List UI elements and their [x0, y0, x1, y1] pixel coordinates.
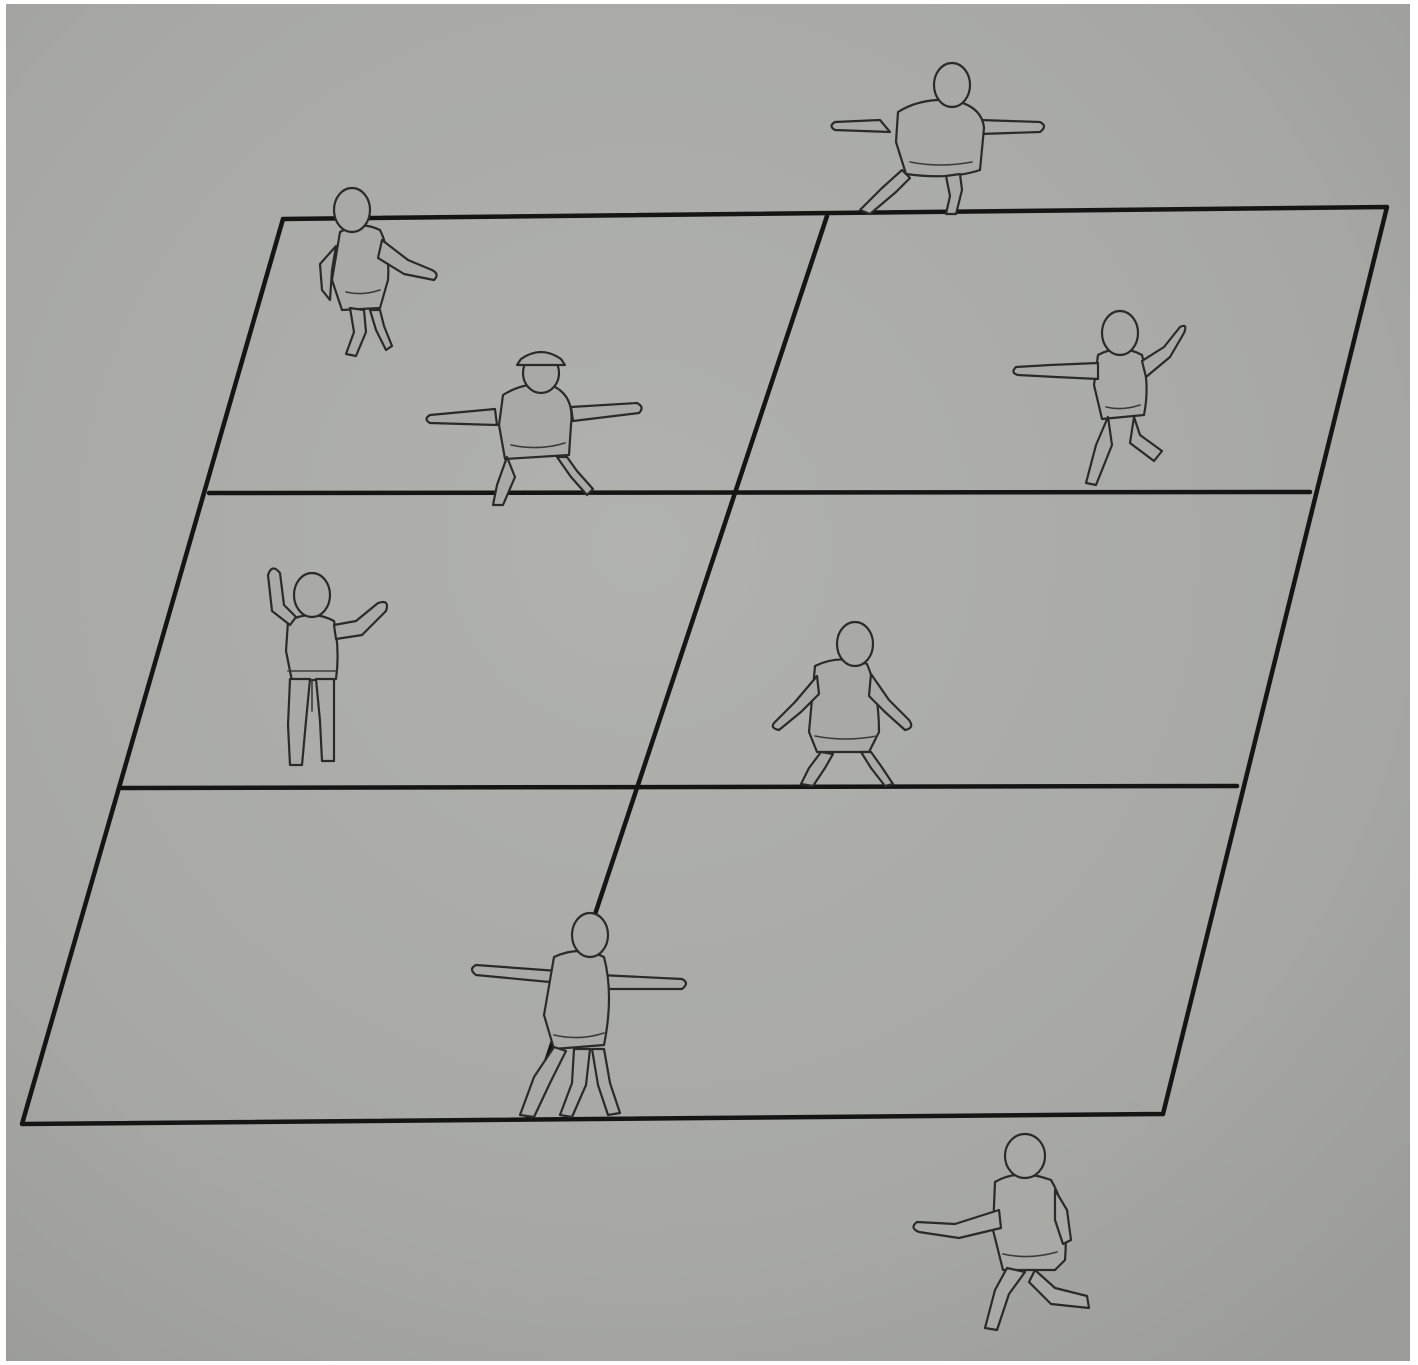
court-diagram-photo	[6, 4, 1410, 1361]
court-lower-cross-line	[119, 786, 1237, 788]
court-upper-cross-line	[209, 492, 1310, 493]
